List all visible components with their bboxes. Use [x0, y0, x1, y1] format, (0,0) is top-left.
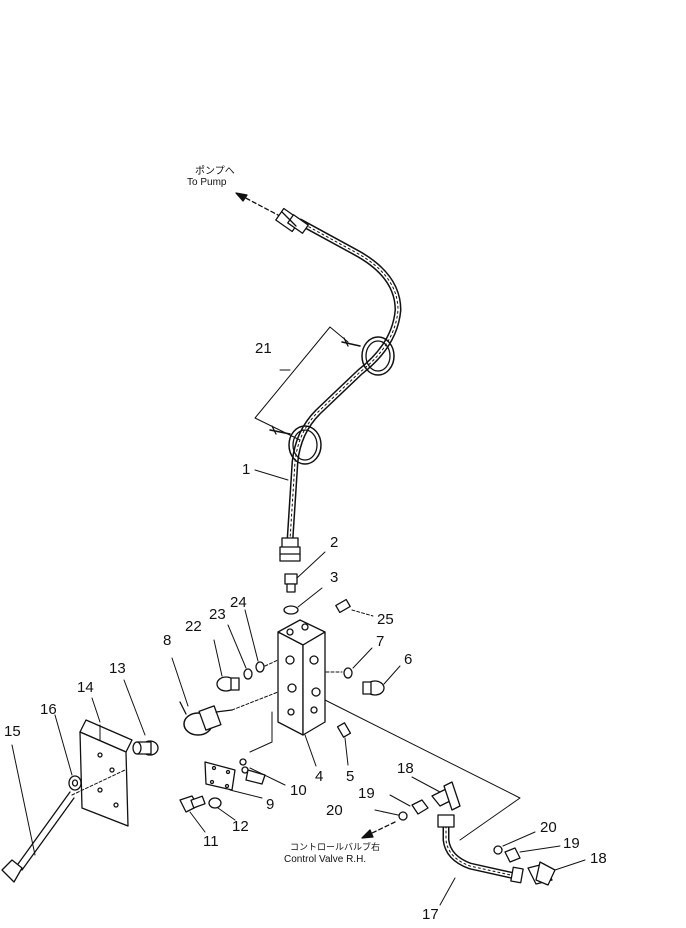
control-valve-note-en: Control Valve R.H.	[284, 854, 367, 865]
callout-14: 14	[77, 679, 94, 696]
callout-18-lower: 18	[590, 850, 607, 867]
to-pump-arrow	[235, 192, 279, 216]
part-2-adapter	[284, 551, 326, 593]
callout-2: 2	[330, 534, 339, 551]
callout-21: 21	[255, 340, 272, 357]
hose-1-top-fitting	[275, 207, 309, 234]
part-20-oring-a	[374, 809, 408, 821]
part-14-bracket	[79, 697, 133, 827]
callout-15: 15	[4, 723, 21, 740]
part-5-plug	[336, 722, 352, 766]
part-16-washer	[54, 714, 82, 791]
callout-7: 7	[376, 633, 385, 650]
callout-25: 25	[377, 611, 394, 628]
control-valve-note-jp: コントロールバルブ右	[290, 842, 381, 852]
part-12-washer	[208, 797, 236, 821]
callout-23: 23	[209, 606, 226, 623]
part-19-nut-a	[389, 794, 429, 815]
to-pump-note-jp: ポンプへ	[195, 166, 235, 177]
part-9-plate	[204, 761, 266, 799]
clamp-21-upper	[341, 336, 395, 376]
callout-18-upper: 18	[397, 760, 414, 777]
callout-13: 13	[109, 660, 126, 677]
part-7-oring	[343, 647, 373, 679]
part-23-oring	[227, 624, 253, 680]
callout-22: 22	[185, 618, 202, 635]
part-3-oring	[283, 587, 323, 615]
callout-3: 3	[330, 569, 339, 586]
callout-16: 16	[40, 701, 57, 718]
callout-9: 9	[266, 796, 275, 813]
control-valve-arrow	[361, 821, 396, 839]
callout-19-upper: 19	[358, 785, 375, 802]
to-pump-note-en: To Pump	[187, 177, 227, 188]
callout-17: 17	[422, 906, 439, 923]
callout-20-upper: 20	[326, 802, 343, 819]
part-22-plug	[213, 639, 240, 692]
callout-24: 24	[230, 594, 247, 611]
callout-11: 11	[203, 833, 219, 850]
callout-5: 5	[346, 768, 355, 785]
callout-6: 6	[404, 651, 413, 668]
part-13-spacer	[123, 679, 159, 756]
callout-19-lower: 19	[563, 835, 580, 852]
hose-1	[275, 207, 402, 562]
part-25-plug	[335, 598, 374, 617]
callout-20-lower: 20	[540, 819, 557, 836]
callout-12: 12	[232, 818, 249, 835]
part-20-oring-b	[493, 831, 536, 855]
part-15-bolt	[1, 744, 126, 883]
part-24-oring	[244, 609, 279, 673]
callout-1: 1	[242, 461, 251, 478]
hose-17	[437, 814, 524, 906]
hose-1-bottom-fitting	[279, 537, 301, 562]
callout-10: 10	[290, 782, 307, 799]
callout-8: 8	[163, 632, 172, 649]
part-8-switch	[171, 657, 279, 736]
part-6-plug	[325, 665, 401, 696]
part-18-elbow-a	[411, 776, 461, 811]
callout-4: 4	[315, 768, 324, 785]
part-19-nut-b	[504, 845, 561, 863]
valve-block-4	[277, 619, 326, 767]
part-18-elbow-b	[527, 859, 586, 886]
part-11-bolt	[179, 795, 206, 833]
